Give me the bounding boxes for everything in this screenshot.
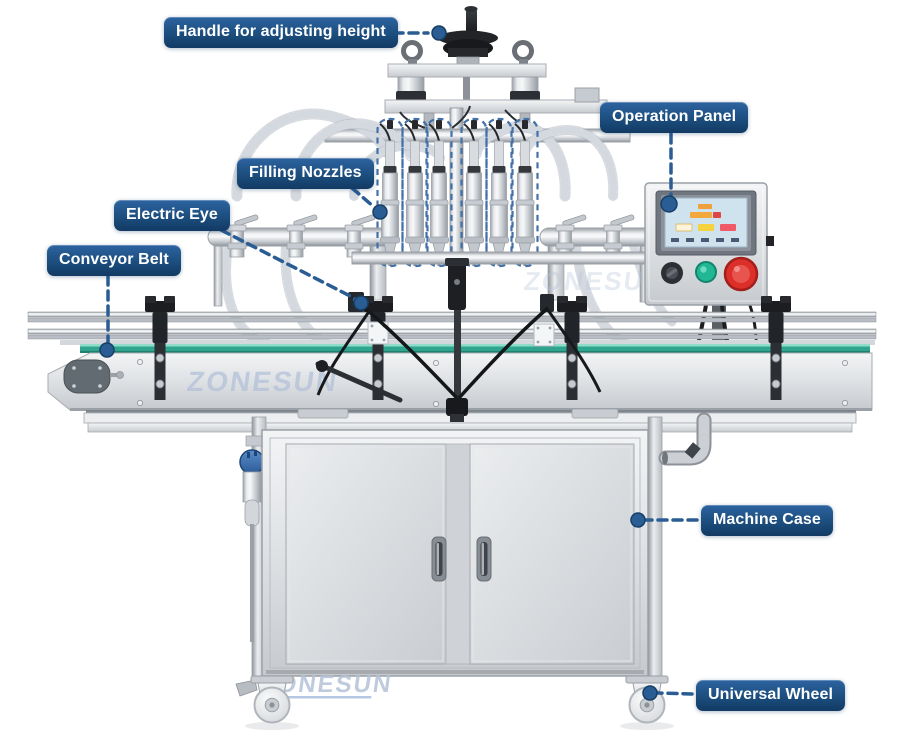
control-knob[interactable] — [661, 262, 683, 284]
screen-content — [671, 204, 739, 242]
watermark-text: ZONESUN — [185, 366, 340, 397]
leader-line-universal-wheel — [656, 691, 694, 696]
watermark-text: ZONESUN — [522, 266, 667, 296]
machine-case: ZONESUN — [259, 429, 649, 699]
label-machine-case: Machine Case — [701, 505, 833, 536]
start-button[interactable] — [695, 261, 717, 283]
belt-surface — [80, 344, 870, 353]
nozzle-guide-bar — [351, 251, 649, 265]
cable — [316, 309, 372, 396]
watermark-faint: ZONESUN — [522, 266, 667, 296]
motor-cover-plate — [63, 359, 111, 394]
panel-screws — [137, 359, 848, 407]
caster-wheel-left — [250, 675, 294, 724]
crank-handle — [438, 6, 498, 67]
center-gate-rod — [454, 310, 461, 398]
label-electric-eye: Electric Eye — [114, 200, 230, 231]
drain-pipe — [658, 412, 712, 466]
moving-plate — [384, 99, 608, 114]
leader-line-electric-eye — [219, 228, 356, 300]
leader-lines — [106, 31, 699, 696]
cable — [546, 309, 602, 393]
leader-dot-electric-eye — [353, 295, 369, 311]
lifting-eye-bolt — [401, 40, 423, 66]
conveyor-bottom-edge — [70, 408, 872, 411]
sensor-plate — [533, 323, 555, 347]
leader-line-filling-nozzles — [350, 186, 376, 209]
caster-brake-lever — [235, 679, 258, 697]
leader-dots — [99, 25, 678, 701]
center-gate-post — [448, 262, 466, 310]
top-plate — [387, 63, 547, 78]
watermark-conveyor: ZONESUN — [185, 366, 340, 397]
bottle-guide-rod — [315, 360, 403, 403]
leader-dot-conveyor-belt — [99, 342, 115, 358]
door-handle-left[interactable] — [431, 536, 447, 582]
cable-gland — [446, 398, 468, 422]
lead-screw — [463, 77, 470, 103]
center-stile — [445, 443, 471, 665]
bottle-stop-pin — [110, 371, 124, 379]
sensors-and-cables — [315, 258, 602, 403]
air-filter-regulator — [239, 435, 269, 642]
lifting-eye-bolt — [512, 40, 534, 66]
cabinet-door-left[interactable] — [285, 443, 447, 665]
door-handle-right[interactable] — [476, 536, 492, 582]
label-universal-wheel: Universal Wheel — [696, 680, 846, 711]
conveyor-top-lip — [60, 340, 875, 345]
cylinder-mount — [574, 87, 600, 103]
hinge-block — [571, 408, 619, 419]
leader-dot-machine-case — [630, 512, 646, 528]
cabinet-door-right[interactable] — [469, 443, 635, 665]
label-operation-panel: Operation Panel — [600, 102, 749, 133]
panel-side-connector — [766, 236, 774, 246]
label-filling-nozzles: Filling Nozzles — [237, 158, 374, 189]
air-tube — [399, 111, 426, 129]
leader-dot-universal-wheel — [642, 685, 658, 701]
guide-rails — [27, 311, 877, 340]
emergency-stop-button[interactable] — [723, 256, 759, 292]
leader-dot-filling-nozzles — [372, 204, 388, 220]
label-conveyor-belt: Conveyor Belt — [47, 245, 181, 276]
air-tube — [451, 105, 471, 129]
label-handle-for-adjusting-height: Handle for adjusting height — [164, 17, 398, 48]
cable — [360, 304, 459, 400]
sensor-body — [540, 294, 554, 312]
leader-dot-operation-panel — [660, 195, 678, 213]
hinge-block — [297, 408, 349, 419]
cable — [457, 306, 550, 400]
leader-dot-handle — [431, 25, 447, 41]
hose — [470, 121, 571, 202]
